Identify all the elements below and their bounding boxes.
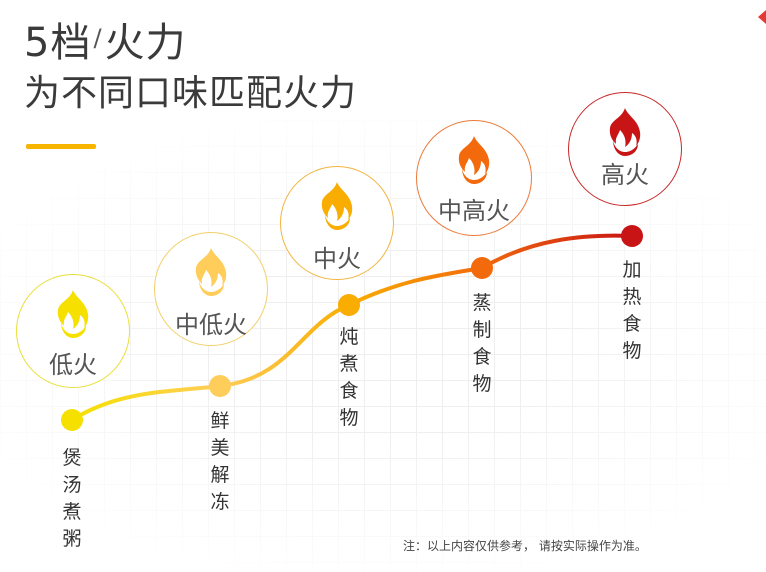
disclaimer-note: 注：以上内容仅供参考， 请按实际操作为准。	[403, 539, 647, 553]
level-dot-medium-low	[209, 375, 231, 397]
page-subtitle: 为不同口味匹配火力	[24, 73, 358, 114]
level-dot-low	[61, 409, 83, 431]
level-dot-medium	[338, 294, 360, 316]
food-label-low: 煲汤煮粥	[62, 447, 82, 550]
level-badge-low: 低火	[16, 274, 130, 388]
flame-icon	[195, 248, 227, 296]
level-label: 中火	[313, 245, 361, 273]
flame-icon	[321, 182, 353, 230]
flame-icon	[57, 290, 89, 338]
level-label: 中高火	[438, 197, 510, 225]
level-label: 高火	[601, 161, 649, 189]
level-badge-medium-low: 中低火	[154, 232, 268, 346]
food-label-high: 加热食物	[622, 259, 642, 362]
food-label-medium: 炖煮食物	[339, 326, 359, 429]
level-label: 低火	[49, 351, 97, 379]
corner-arrow-icon[interactable]	[758, 10, 766, 24]
food-label-medium-low: 鲜美解冻	[210, 410, 230, 513]
level-badge-high: 高火	[568, 92, 682, 206]
flame-icon	[609, 108, 641, 156]
page-title: 5档/火力	[24, 20, 187, 66]
level-badge-medium: 中火	[280, 166, 394, 280]
food-label-medium-high: 蒸制食物	[472, 292, 492, 395]
level-badge-medium-high: 中高火	[416, 120, 532, 236]
level-dot-medium-high	[471, 257, 493, 279]
flame-icon	[458, 136, 490, 184]
level-label: 中低火	[175, 311, 247, 339]
level-dot-high	[621, 225, 643, 247]
title-underline	[26, 144, 96, 149]
